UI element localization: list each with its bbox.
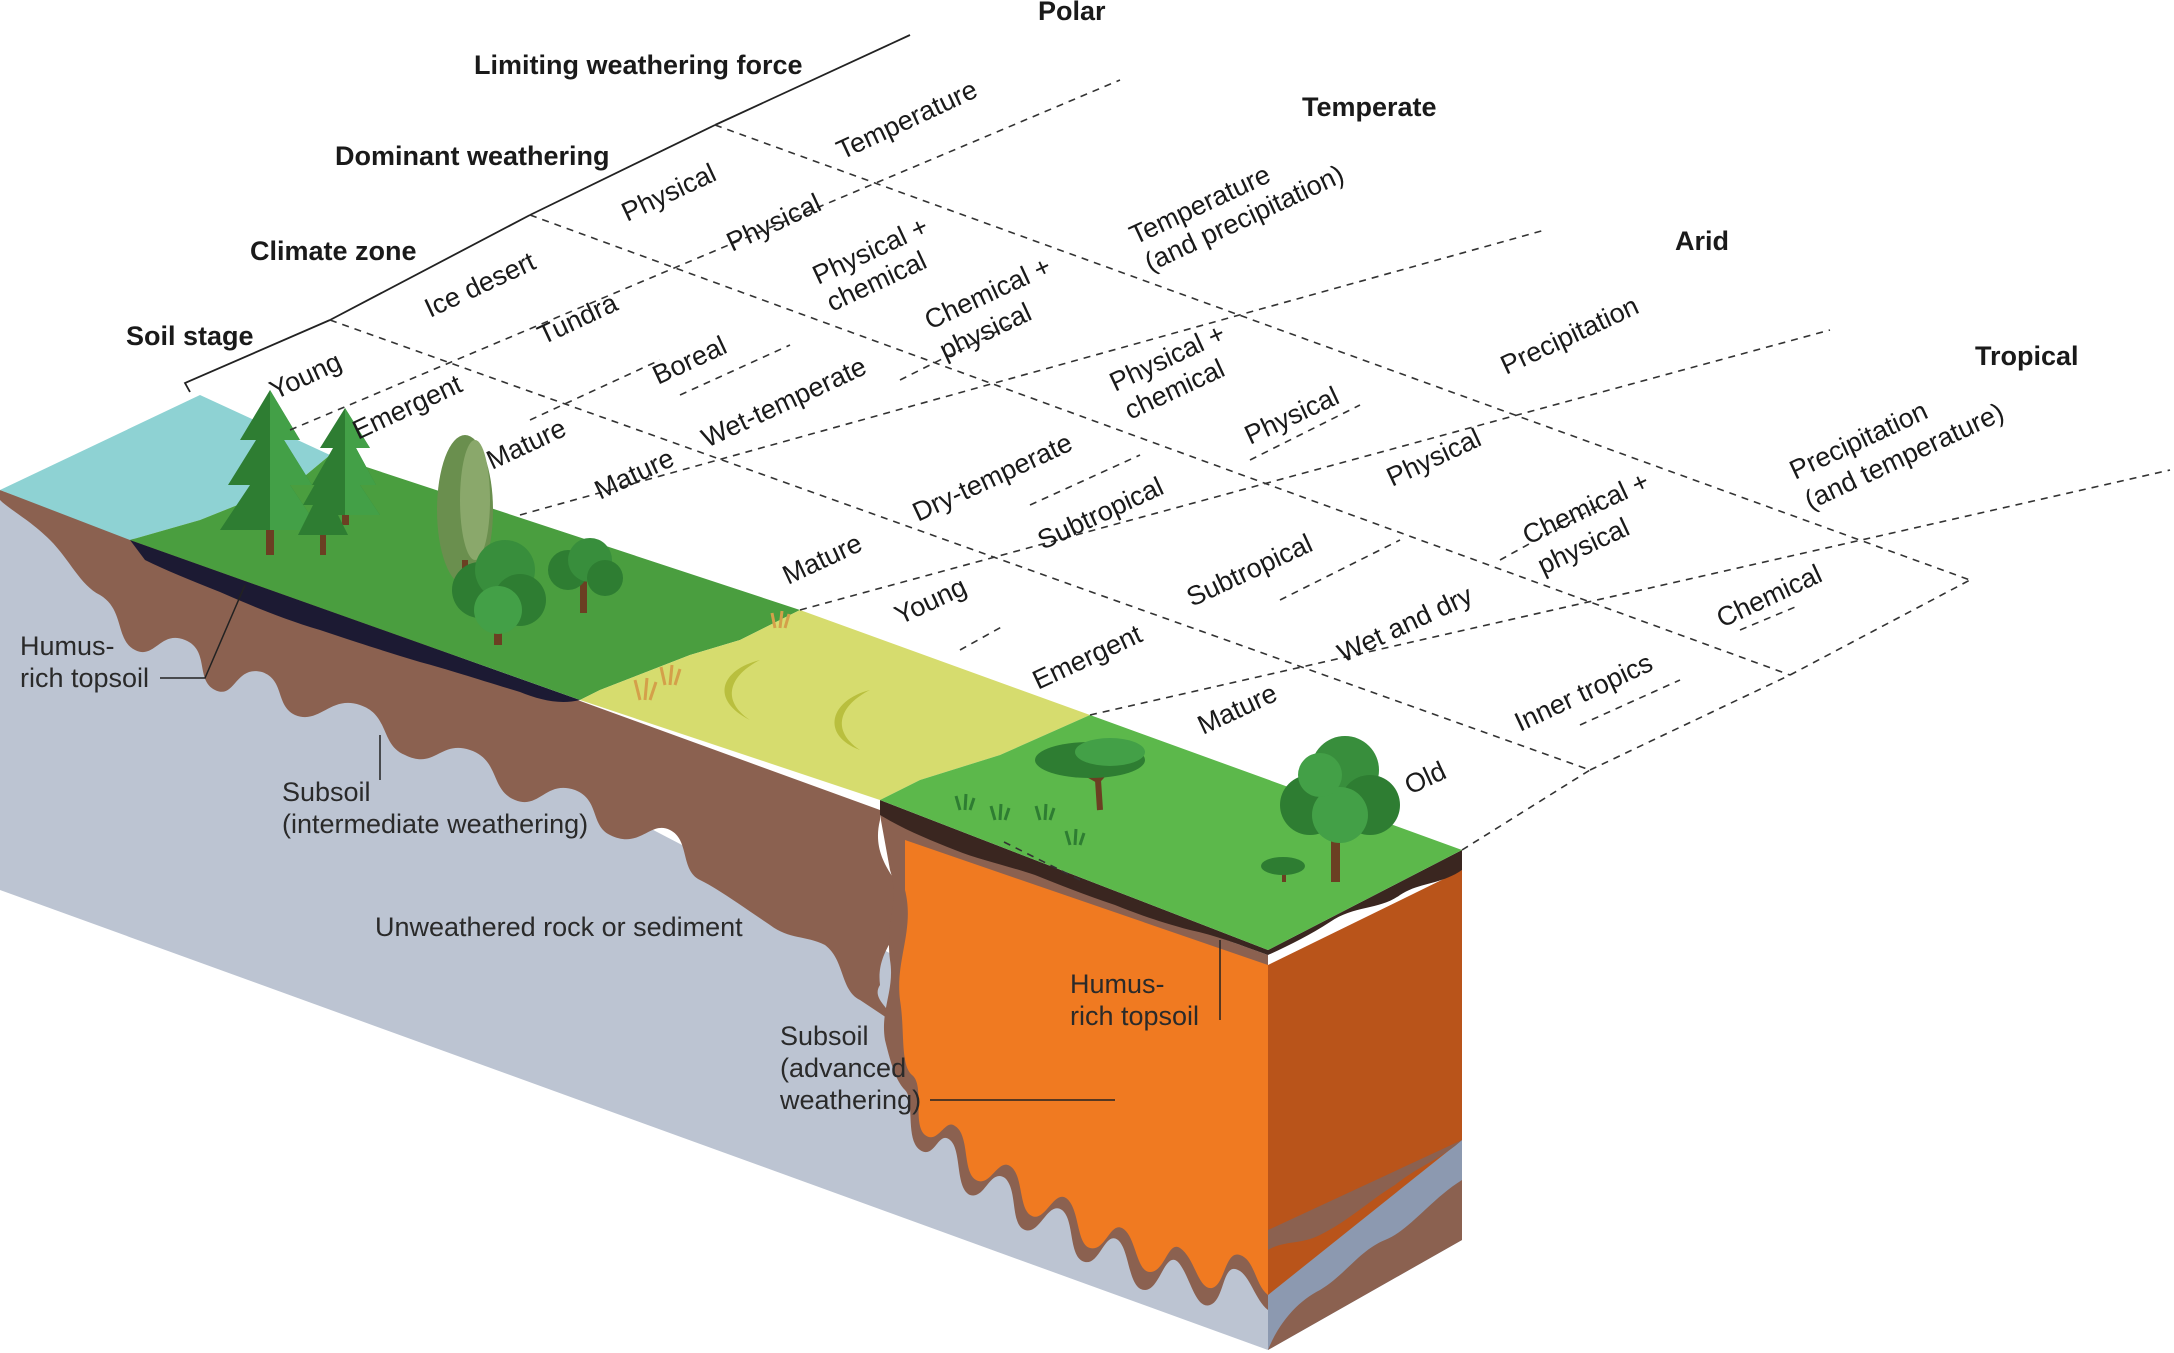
tropical-shrub	[1261, 857, 1305, 882]
limiting-force-bracket	[714, 34, 911, 126]
leader-humus-left	[160, 584, 246, 679]
cell-zone-wet-dry: Wet and dry	[1333, 580, 1478, 669]
header-tropical: Tropical	[1975, 341, 2079, 371]
label-subsoil-left-1: Subsoil	[282, 777, 371, 807]
tropical-laterite	[899, 840, 1268, 1295]
cell-stage-6: Young	[890, 571, 971, 630]
deciduous-tree	[452, 540, 546, 645]
cell-stage-4: Mature	[590, 443, 679, 506]
label-humus-right-1: Humus-	[1070, 969, 1165, 999]
dune-crescent	[724, 660, 760, 720]
cell-limit-polar: Temperature	[832, 74, 982, 165]
cell-stage-1: Young	[265, 346, 346, 405]
cell-dom-ice-desert: Physical	[617, 158, 721, 228]
tropical-humus-top	[880, 800, 1462, 955]
conifer-tree	[298, 470, 348, 555]
grass-tuft	[954, 793, 976, 811]
column-dividers	[329, 124, 1971, 771]
cell-zone-wet-temperate: Wet-temperate	[697, 351, 871, 453]
label-subsoil-right-3: weathering)	[779, 1085, 921, 1115]
grass-tuft	[1034, 803, 1056, 821]
soil-block	[0, 395, 1462, 1350]
label-subsoil-right-1: Subsoil	[780, 1021, 869, 1051]
label-subsoil-left-2: (intermediate weathering)	[282, 809, 588, 839]
grass-tuft	[1064, 828, 1086, 846]
header-polar: Polar	[1038, 0, 1106, 26]
grass-tuft	[659, 664, 682, 686]
vegetation	[220, 390, 1400, 882]
cell-zone-ice-desert: Ice desert	[420, 246, 541, 324]
cell-zone-boreal: Boreal	[648, 330, 731, 390]
header-brackets	[183, 34, 911, 393]
header-arid: Arid	[1675, 226, 1729, 256]
cell-dom-tundra: Physical	[722, 188, 826, 258]
grass-tuft	[989, 803, 1011, 821]
annotations: Humus- rich topsoil Subsoil (intermediat…	[20, 584, 1221, 1115]
label-humus-left-1: Humus-	[20, 631, 115, 661]
dominant-weathering-bracket	[529, 124, 716, 216]
row-header-limiting: Limiting weathering force	[474, 50, 803, 80]
cell-stage-2: Emergent	[348, 369, 467, 446]
cell-dom-subtropical-a: Physical	[1240, 381, 1344, 451]
label-humus-right-2: rich topsoil	[1070, 1001, 1199, 1031]
cell-zone-subtropical-b: Subtropical	[1182, 528, 1317, 612]
row-header-climate-zone: Climate zone	[250, 236, 417, 266]
cell-stage-8: Mature	[1193, 678, 1282, 741]
cell-zone-subtropical-a: Subtropical	[1033, 471, 1168, 555]
arid-surface	[580, 610, 1090, 800]
cell-stage-3: Mature	[482, 413, 571, 476]
tropical-tree	[1280, 736, 1400, 882]
tropical-surface	[880, 715, 1462, 950]
header-temperate: Temperate	[1302, 92, 1437, 122]
laterite-side-drips	[1268, 1140, 1462, 1350]
grass-tuft	[770, 610, 791, 629]
row-dividers	[289, 79, 2171, 881]
cell-zone-dry-temperate: Dry-temperate	[908, 427, 1077, 527]
cell-stage-7: Emergent	[1028, 619, 1147, 696]
soil-stage-bracket	[183, 319, 331, 393]
acacia-tree	[1035, 738, 1145, 811]
dune-crescent	[834, 690, 870, 750]
label-subsoil-right-2: (advanced	[780, 1053, 906, 1083]
cell-stage-9: Old	[1400, 755, 1451, 800]
row-header-soil-stage: Soil stage	[126, 321, 254, 351]
deciduous-tree	[548, 538, 623, 613]
label-bedrock: Unweathered rock or sediment	[375, 912, 743, 942]
cell-stage-5: Mature	[778, 528, 867, 591]
cell-limit-arid: Precipitation	[1496, 290, 1643, 380]
conifer-tree	[310, 408, 380, 525]
laterite-side-face	[1268, 870, 1462, 1295]
cell-dom-subtropical-b: Physical	[1382, 423, 1486, 493]
conifer-tree	[220, 390, 320, 555]
cell-zone-tundra: Tundra	[533, 287, 623, 350]
temperate-subsoil	[0, 490, 906, 1020]
row-header-dominant: Dominant weathering	[335, 141, 610, 171]
grass-tuft	[633, 677, 658, 701]
temperate-humus	[130, 540, 580, 703]
label-humus-left-2: rich topsoil	[20, 663, 149, 693]
climate-zone-bracket	[329, 214, 531, 321]
